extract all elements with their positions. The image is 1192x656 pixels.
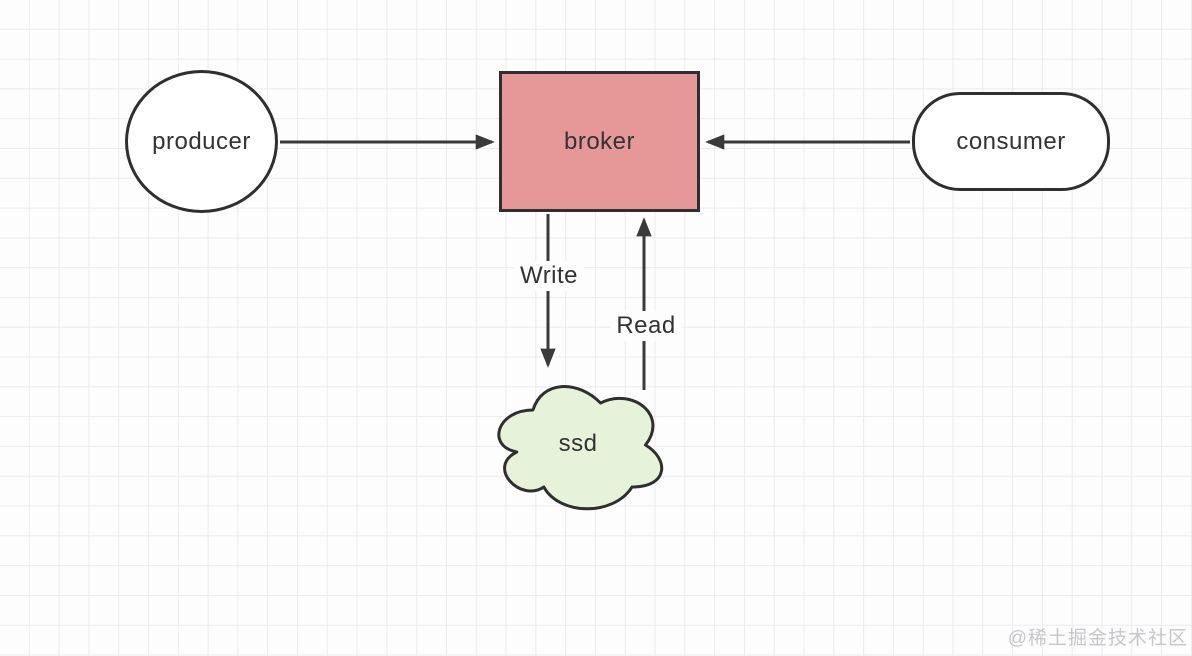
node-ssd-label: ssd bbox=[558, 430, 598, 457]
node-broker-label: broker bbox=[563, 127, 636, 155]
node-ssd-label-container: ssd bbox=[498, 430, 658, 458]
node-producer: producer bbox=[125, 70, 278, 213]
watermark-text: @稀土掘金技术社区 bbox=[1007, 628, 1188, 649]
ssd-cloud-shape bbox=[497, 385, 664, 511]
node-broker: broker bbox=[499, 71, 700, 212]
edge-label-read: Read bbox=[610, 311, 682, 341]
node-producer-label: producer bbox=[152, 127, 251, 155]
edge-label-write: Write bbox=[513, 261, 585, 291]
node-consumer: consumer bbox=[912, 92, 1110, 191]
node-consumer-label: consumer bbox=[956, 127, 1066, 155]
